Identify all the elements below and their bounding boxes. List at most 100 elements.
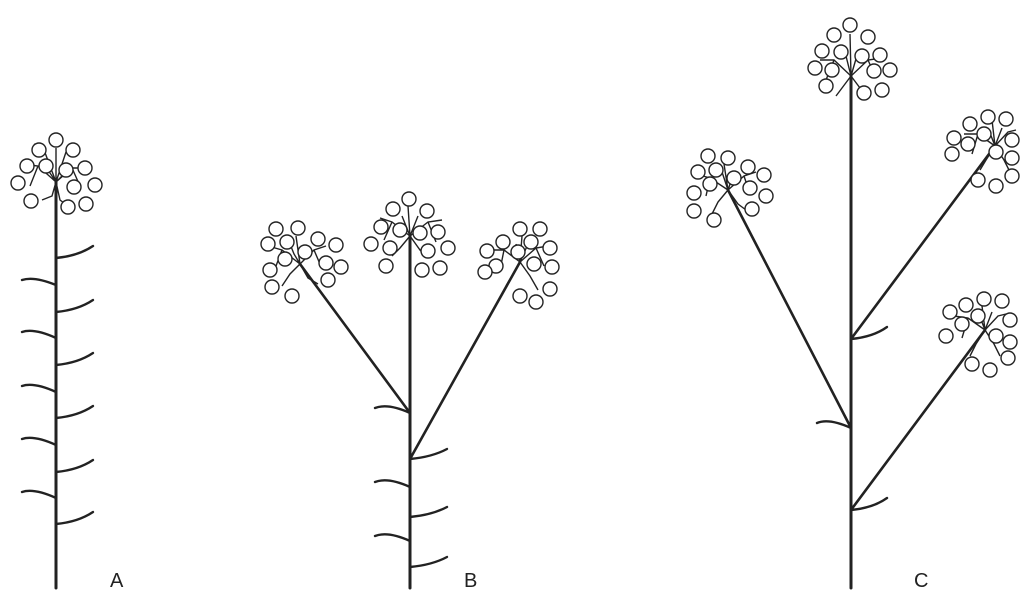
flower-circle <box>1003 335 1017 349</box>
flower-circle <box>280 235 294 249</box>
flower-circle <box>825 63 839 77</box>
flower-circle <box>995 294 1009 308</box>
flower-circle <box>983 363 997 377</box>
flower-circle <box>420 204 434 218</box>
panel-a-label: A <box>110 570 124 592</box>
bract <box>56 460 93 472</box>
panel-a: A <box>11 133 124 592</box>
bract <box>56 406 93 418</box>
flower-circle <box>413 226 427 240</box>
flower-circle <box>263 263 277 277</box>
flower-circle <box>379 259 393 273</box>
flower-circle <box>955 317 969 331</box>
flower-circle <box>989 179 1003 193</box>
flower-circle <box>393 223 407 237</box>
flower-circle <box>311 232 325 246</box>
flower-circle <box>415 263 429 277</box>
panel-c-lower-right-cluster <box>939 292 1017 377</box>
flower-circle <box>61 200 75 214</box>
flower-circle <box>977 292 991 306</box>
bract <box>56 246 93 258</box>
flower-circle <box>873 48 887 62</box>
panel-c-lower-right-branch <box>851 330 985 510</box>
flower-circle <box>386 202 400 216</box>
flower-circle <box>943 305 957 319</box>
flower-circle <box>513 222 527 236</box>
flower-circle <box>88 178 102 192</box>
flower-circle <box>857 86 871 100</box>
panel-b-right-branch <box>410 262 520 459</box>
flower-circle <box>334 260 348 274</box>
flower-circle <box>703 177 717 191</box>
flower-circle <box>963 117 977 131</box>
flower-circle <box>721 151 735 165</box>
flower-circle <box>977 127 991 141</box>
flower-circle <box>819 79 833 93</box>
flower-circle <box>364 237 378 251</box>
flower-circle <box>421 244 435 258</box>
flower-circle <box>1005 169 1019 183</box>
flower-circle <box>441 241 455 255</box>
flower-circle <box>78 161 92 175</box>
flower-circle <box>431 225 445 239</box>
flower-circle <box>939 329 953 343</box>
flower-circle <box>11 176 25 190</box>
bract <box>22 279 56 285</box>
flower-circle <box>533 222 547 236</box>
flower-circle <box>961 137 975 151</box>
flower-circle <box>59 163 73 177</box>
panel-b-right-cluster <box>478 222 559 309</box>
flower-circle <box>827 28 841 42</box>
flower-circle <box>1001 351 1015 365</box>
panel-b-left-branch <box>300 264 410 413</box>
bract <box>22 491 56 498</box>
flower-circle <box>989 145 1003 159</box>
flower-circle <box>66 143 80 157</box>
flower-circle <box>49 133 63 147</box>
flower-circle <box>1003 313 1017 327</box>
flower-circle <box>989 329 1003 343</box>
flower-circle <box>543 282 557 296</box>
bract <box>56 353 93 365</box>
flower-circle <box>691 165 705 179</box>
flower-circle <box>971 173 985 187</box>
bract <box>817 421 851 428</box>
panel-c-left-cluster <box>687 149 773 227</box>
flower-circle <box>743 181 757 195</box>
flower-circle <box>707 213 721 227</box>
bract <box>22 438 56 445</box>
flower-circle <box>496 235 510 249</box>
flower-circle <box>39 159 53 173</box>
flower-circle <box>867 64 881 78</box>
flower-circle <box>261 237 275 251</box>
flower-circle <box>374 220 388 234</box>
flower-circle <box>843 18 857 32</box>
flower-circle <box>981 110 995 124</box>
flower-circle <box>709 163 723 177</box>
flower-circle <box>959 298 973 312</box>
flower-circle <box>32 143 46 157</box>
bract <box>410 507 447 517</box>
flower-circle <box>529 295 543 309</box>
flower-circle <box>291 221 305 235</box>
flower-circle <box>687 186 701 200</box>
bract <box>56 512 93 524</box>
flower-circle <box>741 160 755 174</box>
flower-circle <box>67 180 81 194</box>
flower-circle <box>875 83 889 97</box>
flower-circle <box>478 265 492 279</box>
flower-circle <box>524 235 538 249</box>
flower-circle <box>278 252 292 266</box>
bract <box>410 557 447 567</box>
flower-circle <box>285 289 299 303</box>
flower-circle <box>971 309 985 323</box>
flower-circle <box>79 197 93 211</box>
flower-circle <box>298 245 312 259</box>
panel-c: C <box>687 18 1019 592</box>
flower-circle <box>834 45 848 59</box>
bract <box>375 534 410 541</box>
flower-circle <box>433 261 447 275</box>
bract <box>375 480 410 487</box>
flower-circle <box>20 159 34 173</box>
